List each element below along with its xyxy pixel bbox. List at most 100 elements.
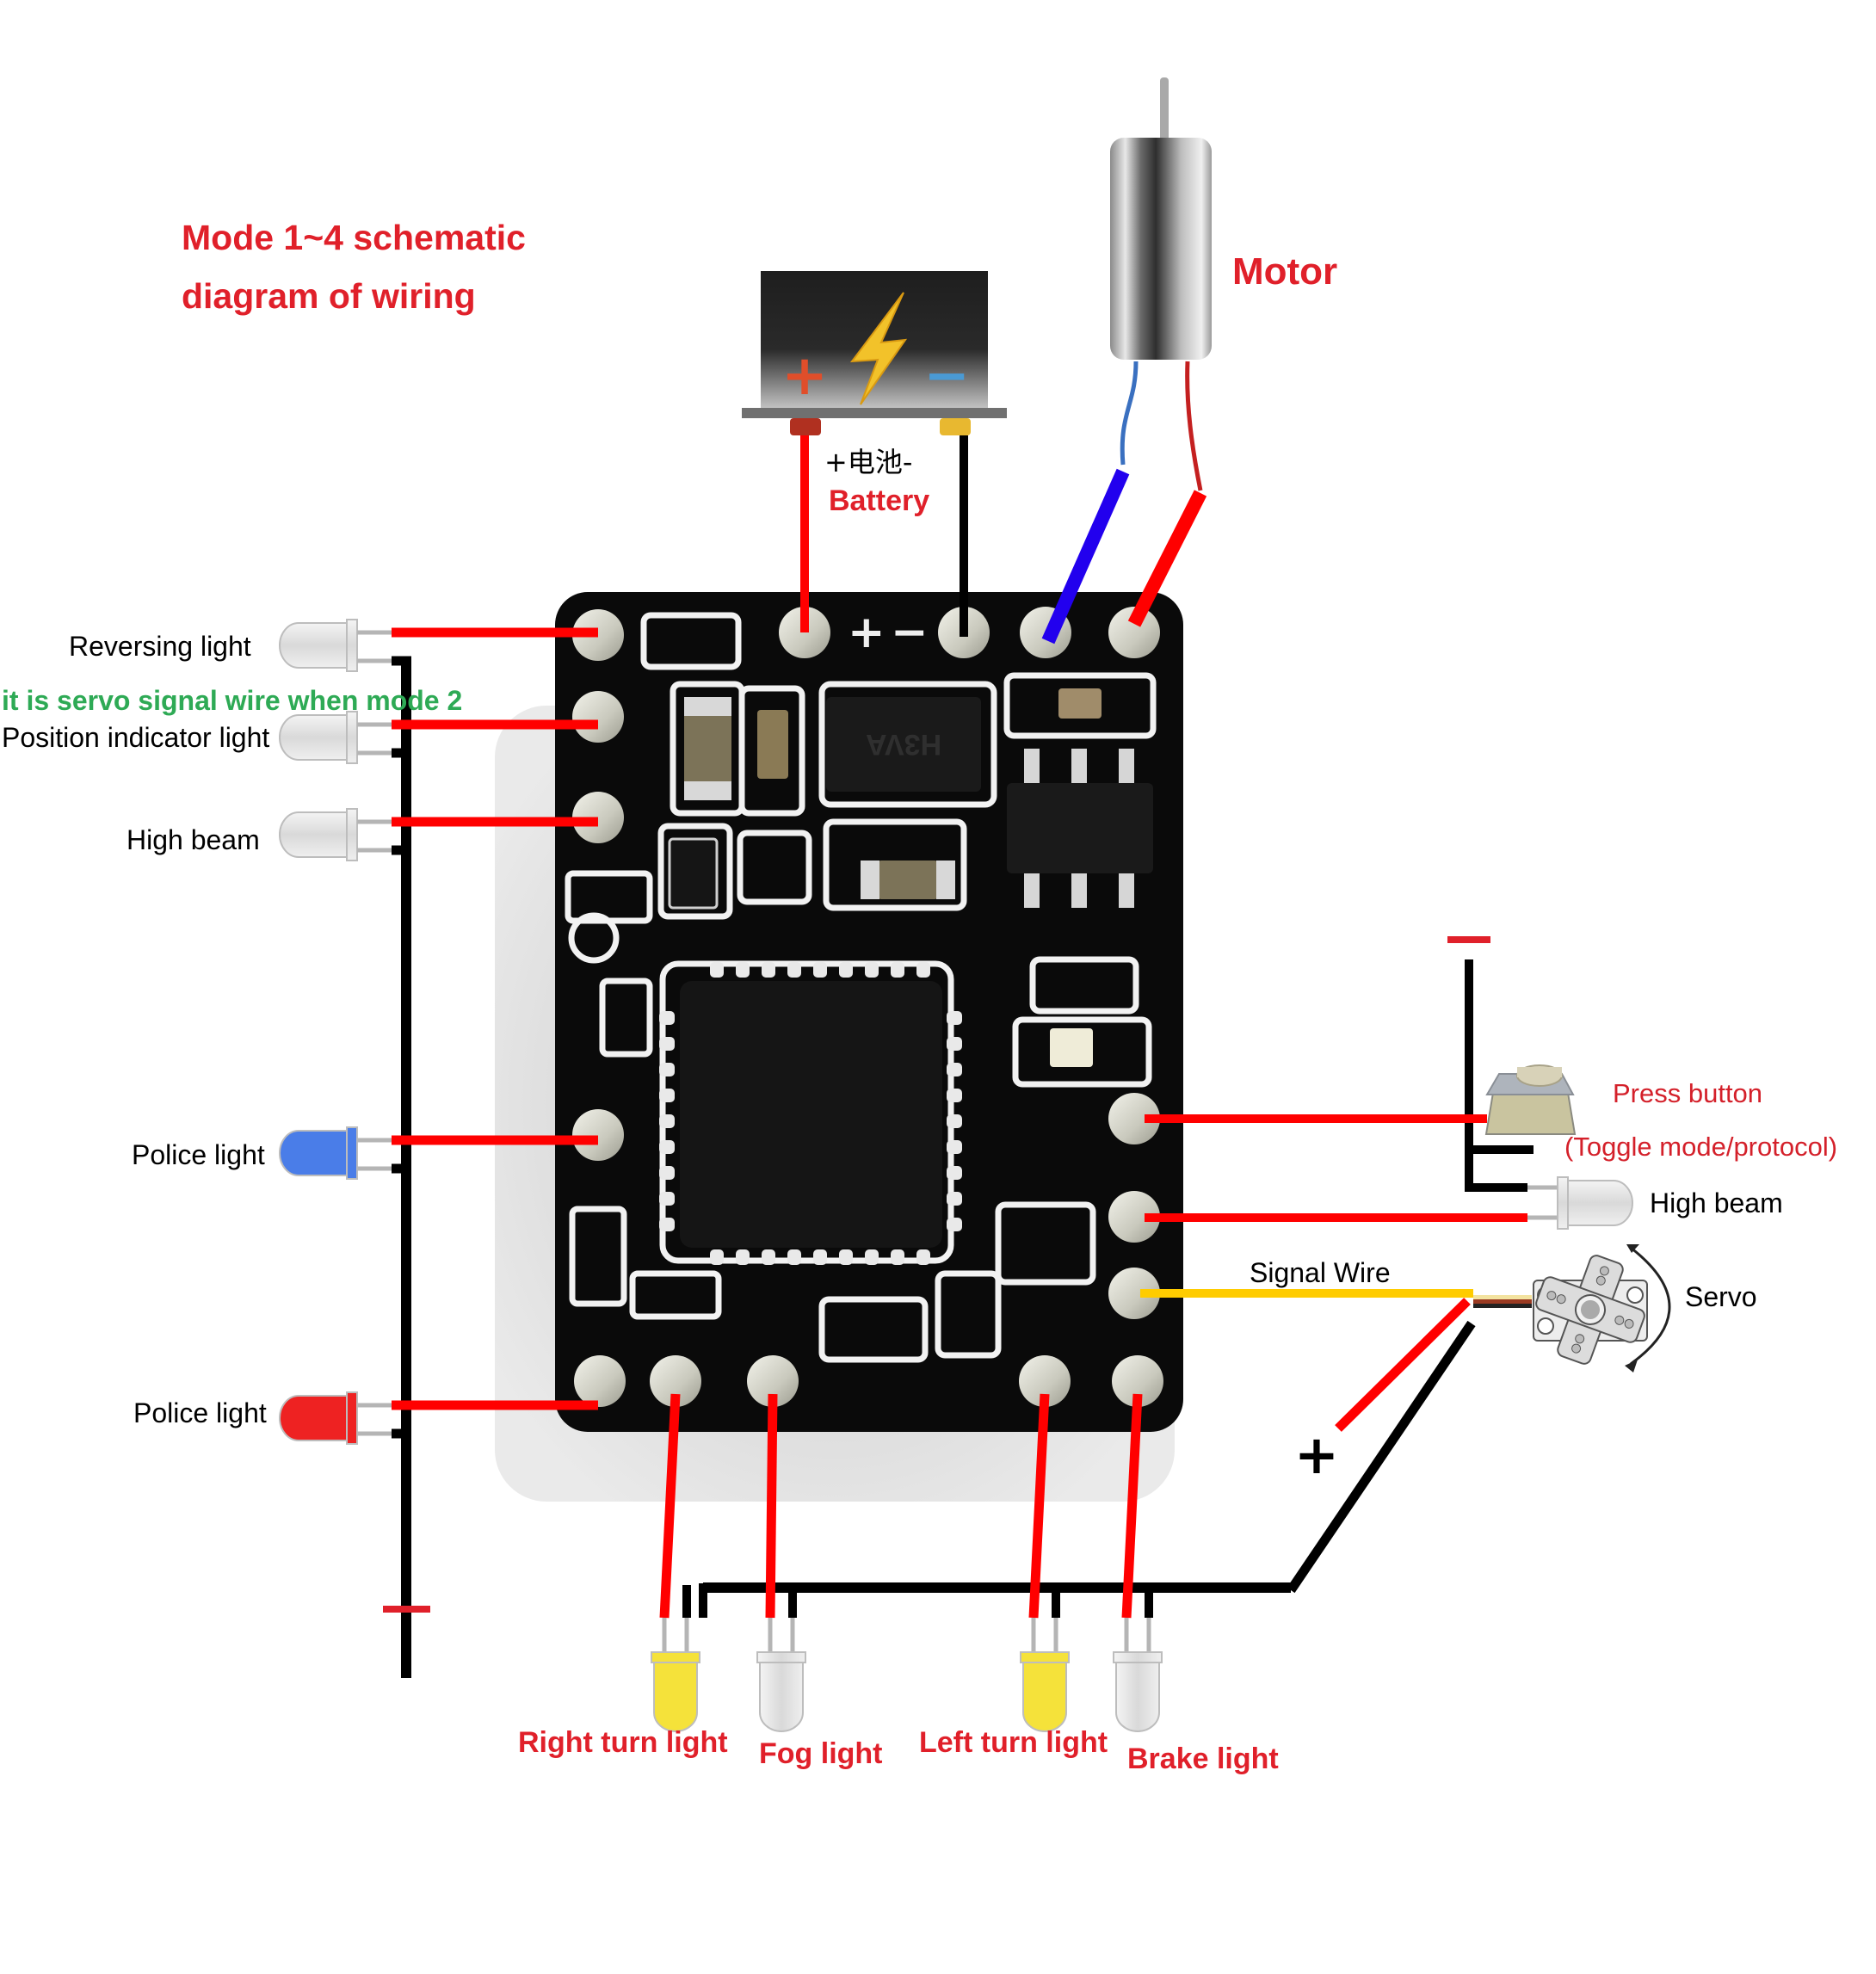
- bottom-light-positive-wire: [659, 1393, 681, 1619]
- solder-pad: [1112, 1355, 1163, 1407]
- mcu-pin: [947, 1192, 962, 1206]
- motor-can: [1110, 138, 1212, 360]
- motor-shaft: [1160, 77, 1169, 151]
- silkscreen-minus: −: [891, 607, 929, 658]
- bottom-light-positive-wire: [1121, 1393, 1143, 1619]
- solder-pads: [572, 607, 1163, 1407]
- title-line-2: diagram of wiring: [182, 276, 476, 316]
- lightning-bolt-icon: [849, 292, 908, 405]
- servo-plus-symbol: +: [1294, 1423, 1339, 1486]
- led-yellow: [651, 1618, 700, 1732]
- mcu-pin: [865, 962, 879, 978]
- led-body: [759, 1662, 804, 1732]
- motor-positive-wire: [1127, 490, 1207, 627]
- silkscreen-plus: +: [848, 607, 886, 658]
- mcu-pin: [839, 1249, 853, 1265]
- mcu-pin: [659, 1011, 675, 1025]
- bottom-led-group: [651, 1393, 1163, 1732]
- solder-pad: [747, 1355, 799, 1407]
- right-high-beam-label: High beam: [1650, 1187, 1783, 1218]
- mcu-pin: [947, 1218, 962, 1231]
- mcu-pin: [736, 1249, 750, 1265]
- battery-minus-icon: −: [923, 344, 970, 408]
- servo-rotation-arc-icon: [1630, 1246, 1671, 1366]
- mcu-pin: [659, 1063, 675, 1076]
- button-cap-side: [1517, 1067, 1562, 1077]
- led-flange: [1557, 1176, 1569, 1230]
- mcu-pin: [947, 1037, 962, 1051]
- solder-pad: [1108, 1268, 1160, 1319]
- right-high-beam-led: [1527, 1176, 1633, 1230]
- solder-pad: [574, 1355, 626, 1407]
- led-body: [279, 1395, 349, 1441]
- led-flange: [1020, 1651, 1070, 1663]
- battery-negative-terminal: [940, 418, 971, 435]
- led-red: [279, 1391, 392, 1445]
- pcb-board: H3VA + −: [555, 592, 1183, 1432]
- led-body: [279, 714, 349, 761]
- left-light-label-4: Police light: [133, 1397, 267, 1428]
- mcu-pin: [787, 1249, 801, 1265]
- led-clear: [279, 711, 392, 764]
- left-light-label-1: Position indicator light: [2, 722, 269, 753]
- bottom-light-label-2: Left turn light: [919, 1726, 1108, 1759]
- mcu-pin: [813, 962, 827, 978]
- led-clear: [279, 619, 392, 672]
- led-flange: [346, 619, 358, 672]
- solder-pad: [1108, 1191, 1160, 1243]
- battery-label: Battery: [829, 484, 929, 517]
- mcu-pin: [891, 962, 904, 978]
- mcu-pin: [659, 1166, 675, 1180]
- servo-cable: [1473, 1295, 1532, 1308]
- mcu-pin: [710, 962, 724, 978]
- driver-chip: [1007, 783, 1153, 873]
- servo-arrow-bottom-icon: [1625, 1360, 1638, 1373]
- led-body: [1022, 1662, 1067, 1732]
- servo: [1533, 1255, 1648, 1365]
- led-flange: [1113, 1651, 1163, 1663]
- mcu-pin: [916, 962, 930, 978]
- press-button-sublabel: (Toggle mode/protocol): [1564, 1132, 1837, 1162]
- mcu-pin: [947, 1140, 962, 1154]
- mcu-pin: [736, 962, 750, 978]
- bottom-light-positive-wire: [765, 1393, 778, 1619]
- bottom-light-label-0: Right turn light: [518, 1726, 728, 1759]
- mcu-pin: [947, 1114, 962, 1128]
- led-blue: [279, 1126, 392, 1180]
- mcu-pin: [659, 1140, 675, 1154]
- mcu-pin: [916, 1249, 930, 1265]
- servo-signal-note: it is servo signal wire when mode 2: [2, 685, 462, 716]
- solder-pad: [572, 1109, 624, 1161]
- mcu-pin: [947, 1089, 962, 1102]
- mcu-pin: [762, 962, 775, 978]
- mcu-pin: [813, 1249, 827, 1265]
- led-body: [1115, 1662, 1160, 1732]
- mcu-pin: [710, 1249, 724, 1265]
- servo-label: Servo: [1685, 1281, 1757, 1312]
- press-button[interactable]: [1484, 1064, 1577, 1135]
- bottom-light-positive-wire: [1028, 1393, 1050, 1619]
- servo-ground-wire: [1287, 1320, 1476, 1594]
- bottom-light-label-1: Fog light: [759, 1737, 883, 1770]
- left-light-label-0: Reversing light: [69, 631, 251, 662]
- servo-arrow-top-icon: [1626, 1244, 1639, 1253]
- servo-horn: [1535, 1255, 1645, 1365]
- motor-lead-red: [1185, 361, 1203, 491]
- battery-cn-label: +电池-: [824, 446, 912, 478]
- left-light-label-2: High beam: [127, 824, 260, 855]
- led-body: [653, 1662, 698, 1732]
- press-button-label: Press button: [1613, 1078, 1762, 1108]
- battery-base-plate: [742, 408, 1007, 418]
- regulator-chip: [826, 697, 981, 792]
- led-flange: [346, 711, 358, 764]
- led-body: [279, 811, 349, 858]
- battery: + −: [742, 271, 1007, 435]
- led-body: [279, 622, 349, 669]
- led-body: [1567, 1180, 1633, 1226]
- led-flange: [651, 1651, 700, 1663]
- mcu-pin: [865, 1249, 879, 1265]
- bottom-light-label-3: Brake light: [1127, 1743, 1279, 1775]
- battery-positive-terminal: [790, 418, 821, 435]
- mcu-pin: [659, 1218, 675, 1231]
